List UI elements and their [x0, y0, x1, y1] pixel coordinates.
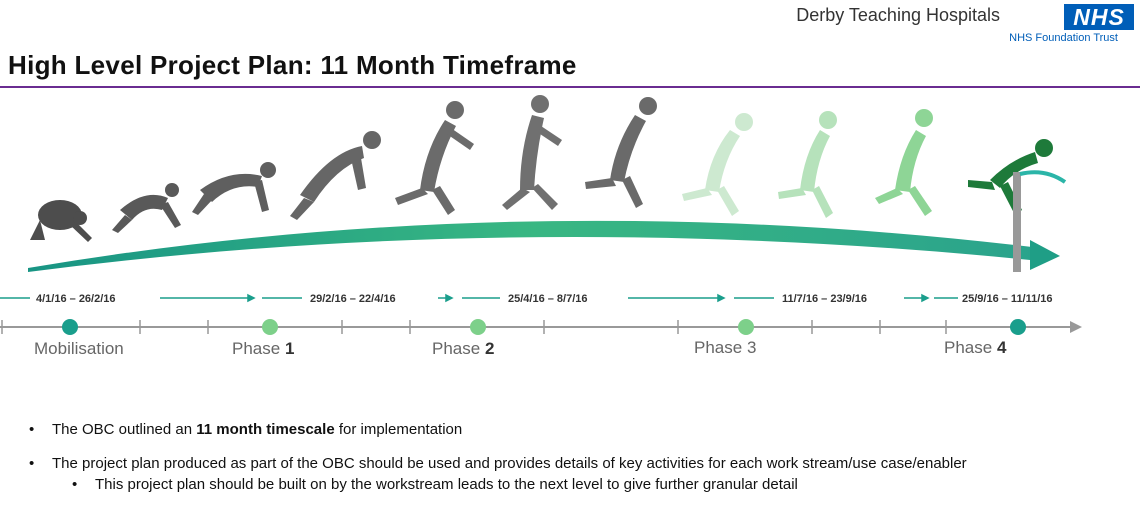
sub-bullet-item: • This project plan should be built on b…: [20, 475, 1120, 494]
runner-silhouette-icon: [192, 162, 276, 215]
finish-hurdle-icon: [1013, 170, 1067, 272]
date-range-label: 25/4/16 – 8/7/16: [508, 293, 588, 305]
milestone-dot-phase-4: [1010, 319, 1026, 335]
phase-label-phase-3: Phase 3: [694, 338, 756, 357]
bullet-dot-icon: •: [29, 455, 35, 472]
bullet-dot-icon: •: [72, 476, 78, 493]
bullet-text: for implementation: [334, 421, 463, 438]
timeline-graphic: 4/1/16 – 26/2/16 29/2/16 – 22/4/16 25/4/…: [0, 95, 1082, 358]
date-range-label: 4/1/16 – 26/2/16: [36, 293, 116, 305]
runner-silhouette-icon: [682, 113, 753, 216]
org-subtitle: NHS Foundation Trust: [1009, 32, 1118, 44]
bullet-dot-icon: •: [29, 421, 35, 438]
runner-silhouette-icon: [290, 131, 381, 220]
phase-label-phase-2: Phase 2: [432, 339, 494, 358]
org-name: Derby Teaching Hospitals: [796, 5, 1000, 25]
milestone-dot-phase-1: [262, 319, 278, 335]
bullet-text: This project plan should be built on by …: [95, 476, 798, 493]
milestone-dot-mobilisation: [62, 319, 78, 335]
milestone-dot-phase-3: [738, 319, 754, 335]
title-rule: [0, 86, 1140, 88]
runner-silhouette-icon: [30, 200, 92, 242]
runner-silhouette-icon: [112, 183, 181, 233]
date-range-label: 25/9/16 – 11/11/16: [962, 293, 1053, 305]
phase-label-mobilisation: Mobilisation: [34, 339, 124, 358]
phase-label-phase-4: Phase 4: [944, 338, 1007, 357]
progress-arc: [28, 220, 1040, 272]
date-range-arrows: [0, 293, 958, 303]
runner-silhouette-icon: [585, 97, 657, 208]
runner-silhouette-icon: [502, 95, 562, 210]
progress-arc-arrowhead: [1030, 240, 1060, 270]
bullet-item: • The OBC outlined an 11 month timescale…: [20, 420, 1120, 439]
bullet-item: • The project plan produced as part of t…: [20, 454, 1120, 473]
nhs-logo: NHS: [1064, 4, 1134, 30]
page-title: High Level Project Plan: 11 Month Timefr…: [8, 50, 577, 80]
milestone-dot-phase-2: [470, 319, 486, 335]
bullet-list: • The OBC outlined an 11 month timescale…: [20, 420, 1120, 494]
runner-silhouette-icon: [968, 139, 1053, 215]
bullet-text-bold: 11 month timescale: [196, 421, 335, 438]
timeline-axis: [0, 320, 1082, 334]
phase-label-phase-1: Phase 1: [232, 339, 294, 358]
runner-silhouette-icon: [395, 101, 474, 215]
date-range-label: 11/7/16 – 23/9/16: [782, 293, 867, 305]
bullet-text: The project plan produced as part of the…: [52, 455, 967, 472]
runner-silhouette-icon: [875, 109, 933, 216]
bullet-text: The OBC outlined an: [52, 421, 197, 438]
date-range-label: 29/2/16 – 22/4/16: [310, 293, 396, 305]
runner-silhouette-icon: [778, 111, 837, 218]
